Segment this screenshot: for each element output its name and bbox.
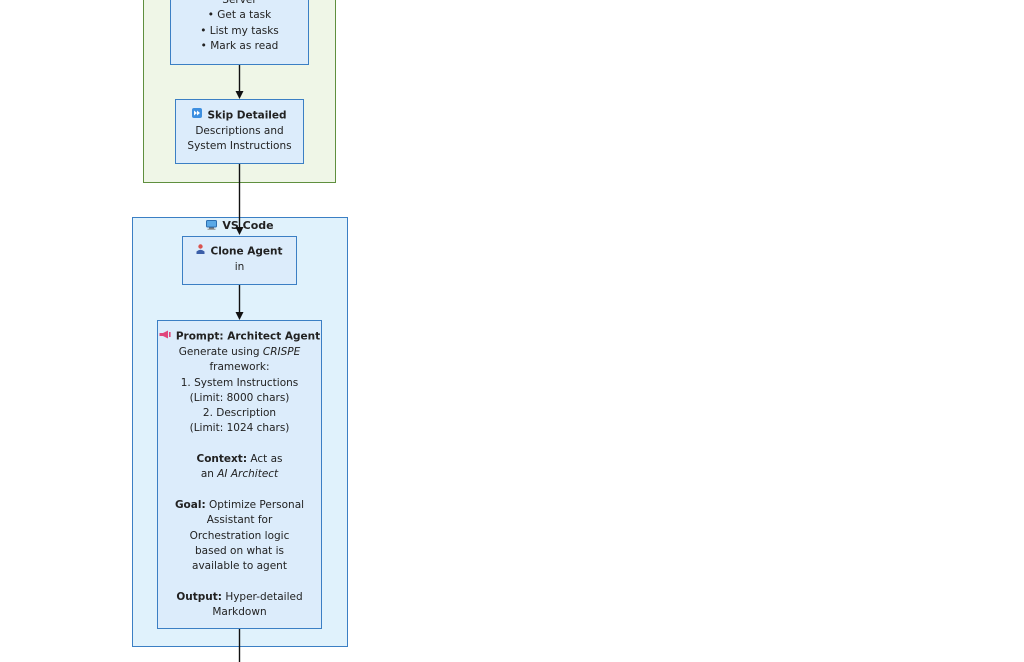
vscode-group-title: VS Code: [133, 219, 347, 233]
clone-agent-node: Clone Agent in: [182, 236, 297, 285]
server-node-line: • Get a task: [207, 9, 272, 22]
clone-node-title: Clone Agent: [183, 244, 296, 260]
context-text-italic: AI Architect: [217, 468, 279, 481]
computer-icon: [206, 219, 218, 233]
goal-label: Goal:: [174, 498, 206, 511]
output-text-2: Markdown: [212, 606, 267, 618]
skip-detailed-node: Skip Detailed Descriptions and System In…: [175, 99, 304, 164]
prompt-list-item: (Limit: 8000 chars): [189, 391, 290, 404]
context-text-prefix: an: [200, 468, 218, 481]
goal-line: available to agent: [192, 560, 287, 573]
prompt-node-title-text: Prompt: Architect Agent: [175, 330, 321, 343]
person-icon: [196, 244, 205, 259]
goal-text: Optimize Personal: [205, 498, 305, 511]
goal-line: based on what is: [195, 544, 284, 557]
prompt-framework-line: Generate using CRISPE: [158, 345, 321, 360]
clone-node-title-text: Clone Agent: [210, 245, 283, 258]
output-text: Hyper-detailed: [221, 590, 303, 603]
prompt-context-line-2: an AI Architect: [158, 467, 321, 482]
server-node-line: • Mark as read: [200, 39, 279, 52]
skip-node-title: Skip Detailed: [176, 108, 303, 124]
framework-suffix: framework:: [209, 361, 270, 374]
output-label: Output:: [176, 590, 222, 603]
framework-name: CRISPE: [262, 345, 301, 358]
prompt-context-line: Context: Act as: [158, 452, 321, 467]
prompt-architect-node: Prompt: Architect Agent Generate using C…: [157, 320, 322, 629]
goal-line: Orchestration logic: [189, 529, 290, 542]
skip-forward-icon: [192, 108, 203, 123]
prompt-list-item: (Limit: 1024 chars): [189, 422, 290, 435]
framework-prefix: Generate using: [178, 345, 263, 358]
context-label: Context:: [196, 453, 248, 466]
vscode-group-label: VS Code: [222, 219, 274, 232]
megaphone-icon: [159, 329, 171, 344]
context-text: Act as: [247, 453, 283, 466]
prompt-output-line: Output: Hyper-detailed: [158, 590, 321, 605]
prompt-list-item: 2. Description: [202, 407, 277, 420]
server-node-line: • List my tasks: [200, 24, 279, 37]
prompt-node-title: Prompt: Architect Agent: [158, 329, 321, 345]
prompt-list-item: 1. System Instructions: [180, 376, 299, 389]
server-node-line: Server: [222, 0, 257, 6]
clone-node-line: in: [234, 260, 245, 273]
skip-node-line: System Instructions: [187, 140, 292, 153]
goal-line: Assistant for: [206, 514, 273, 527]
skip-node-title-text: Skip Detailed: [207, 109, 287, 122]
skip-node-line: Descriptions and: [195, 124, 284, 137]
server-node: Server • Get a task • List my tasks • Ma…: [170, 0, 309, 65]
prompt-goal-line: Goal: Optimize Personal: [158, 498, 321, 513]
